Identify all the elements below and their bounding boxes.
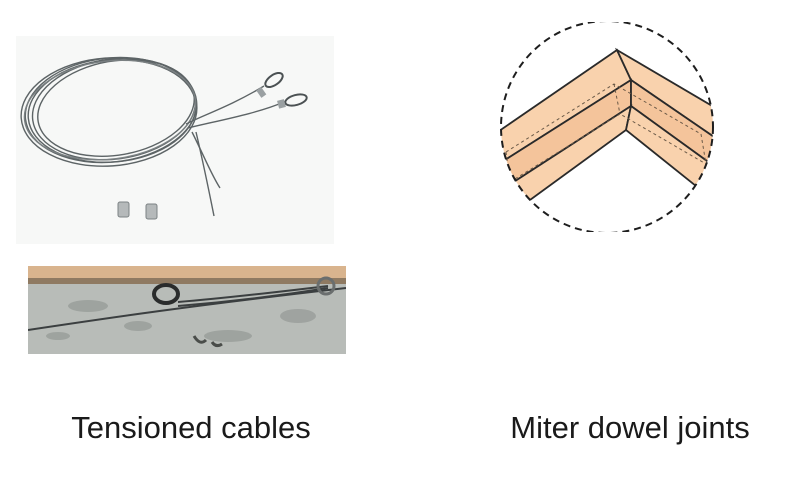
caption-miter-dowel-joints: Miter dowel joints bbox=[510, 410, 750, 445]
cable-coil bbox=[20, 56, 198, 167]
caption-tensioned-cables: Tensioned cables bbox=[71, 410, 311, 445]
concrete-stain bbox=[192, 335, 223, 348]
eye-loops bbox=[264, 71, 308, 107]
loop-ferrule bbox=[277, 99, 286, 109]
concrete-texture bbox=[46, 300, 316, 342]
wood-shadow bbox=[28, 278, 346, 284]
cable-anchor-photo bbox=[28, 266, 346, 354]
cable-eye-loop bbox=[152, 283, 180, 305]
detail-circle bbox=[500, 22, 714, 232]
loose-ferrules bbox=[117, 201, 158, 220]
mitered-boards bbox=[501, 47, 713, 232]
cable-tails bbox=[185, 85, 285, 217]
wood-strip bbox=[28, 266, 346, 278]
anchor-ring bbox=[316, 276, 336, 296]
tensioned-cables-photo bbox=[16, 36, 334, 244]
anchor-cables bbox=[28, 285, 346, 331]
loop-ferrule bbox=[256, 87, 267, 98]
miter-dowel-joint-diagram bbox=[500, 22, 714, 232]
